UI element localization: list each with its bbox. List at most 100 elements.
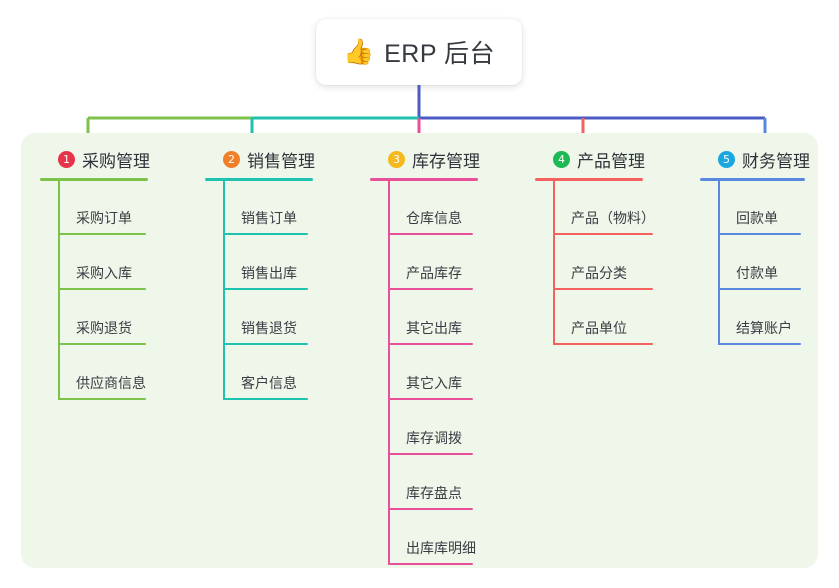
branch-item-list: 销售订单销售出库销售退货客户信息	[205, 181, 355, 401]
branch-item-rule	[388, 288, 473, 290]
branch-item[interactable]: 销售退货	[205, 291, 355, 346]
branch-item[interactable]: 库存调拨	[370, 401, 520, 456]
branch-item-label: 库存盘点	[406, 485, 462, 501]
root-node-card[interactable]: 👍 ERP 后台	[316, 19, 522, 85]
branch-item[interactable]: 其它入库	[370, 346, 520, 401]
branch-item[interactable]: 回款单	[700, 181, 830, 236]
branch-item-rule	[388, 508, 473, 510]
branch-item-rule	[553, 343, 653, 345]
branch-item-list: 产品（物料） 产品分类产品单位	[535, 181, 690, 346]
branch-item-rule	[58, 288, 146, 290]
branch-header-rule	[370, 178, 478, 181]
branch-item-rule	[223, 398, 308, 400]
branch-item-rule	[718, 288, 801, 290]
branch-item[interactable]: 产品（物料）	[535, 181, 690, 236]
branch-column-1[interactable]: 1 采购管理采购订单采购入库采购退货供应商信息	[40, 147, 190, 401]
branch-item-label: 库存调拨	[406, 430, 462, 446]
root-node-title: ERP 后台	[384, 40, 496, 68]
branches-panel	[21, 133, 818, 568]
branch-title: 财务管理	[742, 151, 810, 171]
branch-item[interactable]: 客户信息	[205, 346, 355, 401]
branch-item-label: 产品（物料）	[571, 210, 655, 226]
branch-item[interactable]: 销售出库	[205, 236, 355, 291]
branch-item-rule	[388, 233, 473, 235]
branch-item[interactable]: 付款单	[700, 236, 830, 291]
branch-item[interactable]: 产品分类	[535, 236, 690, 291]
branch-header-rule	[205, 178, 313, 181]
branch-item[interactable]: 供应商信息	[40, 346, 190, 401]
branch-item-rule	[58, 398, 146, 400]
branch-item-label: 采购入库	[76, 265, 132, 281]
branch-item-label: 仓库信息	[406, 210, 462, 226]
branch-title: 产品管理	[577, 151, 645, 171]
branch-item-label: 产品分类	[571, 265, 627, 281]
branch-header-rule	[700, 178, 805, 181]
branch-spine	[718, 181, 720, 345]
branch-item[interactable]: 其它出库	[370, 291, 520, 346]
branch-item-label: 产品单位	[571, 320, 627, 336]
branch-item-label: 结算账户	[736, 320, 792, 336]
branch-title: 采购管理	[82, 151, 150, 171]
branch-item-rule	[58, 343, 146, 345]
branch-item-list: 回款单付款单结算账户	[700, 181, 830, 346]
branch-item[interactable]: 销售订单	[205, 181, 355, 236]
thumbs-up-icon: 👍	[342, 37, 375, 66]
branch-item[interactable]: 采购订单	[40, 181, 190, 236]
branch-item-rule	[388, 453, 473, 455]
branch-item-rule	[58, 233, 146, 235]
branch-item-rule	[223, 233, 308, 235]
branch-item-label: 产品库存	[406, 265, 462, 281]
branch-title: 库存管理	[412, 151, 480, 171]
branch-header-rule	[40, 178, 148, 181]
branch-item-rule	[388, 563, 473, 565]
branch-header-rule	[535, 178, 643, 181]
branch-spine	[223, 181, 225, 400]
branch-item-label: 客户信息	[241, 375, 297, 391]
branch-spine	[553, 181, 555, 345]
branch-item-list: 仓库信息产品库存其它出库其它入库库存调拨库存盘点出库库明细	[370, 181, 520, 566]
branch-item-list: 采购订单采购入库采购退货供应商信息	[40, 181, 190, 401]
branch-item-label: 供应商信息	[76, 375, 146, 391]
branch-item-rule	[223, 343, 308, 345]
branch-item-rule	[388, 343, 473, 345]
branch-item-rule	[718, 233, 801, 235]
branch-item[interactable]: 出库库明细	[370, 511, 520, 566]
branch-item-label: 销售出库	[241, 265, 297, 281]
branch-item[interactable]: 结算账户	[700, 291, 830, 346]
branch-item-label: 销售订单	[241, 210, 297, 226]
branch-item-label: 采购订单	[76, 210, 132, 226]
branch-column-5[interactable]: 5 财务管理回款单付款单结算账户	[700, 147, 830, 346]
branch-item-label: 付款单	[736, 265, 778, 281]
branch-item-label: 采购退货	[76, 320, 132, 336]
branch-header-2[interactable]: 2 销售管理	[205, 147, 355, 171]
branch-item-rule	[553, 288, 653, 290]
branch-item[interactable]: 库存盘点	[370, 456, 520, 511]
branch-number-badge: 1	[58, 150, 75, 168]
branch-spine	[388, 181, 390, 565]
branch-item-rule	[553, 233, 653, 235]
branch-column-2[interactable]: 2 销售管理销售订单销售出库销售退货客户信息	[205, 147, 355, 401]
branch-title: 销售管理	[247, 151, 315, 171]
branch-item[interactable]: 采购退货	[40, 291, 190, 346]
branch-item-label: 回款单	[736, 210, 778, 226]
branch-item[interactable]: 采购入库	[40, 236, 190, 291]
branch-column-3[interactable]: 3 库存管理仓库信息产品库存其它出库其它入库库存调拨库存盘点出库库明细	[370, 147, 520, 566]
branch-number-badge: 2	[223, 150, 240, 168]
branch-item-rule	[718, 343, 801, 345]
branch-header-1[interactable]: 1 采购管理	[40, 147, 190, 171]
branch-header-3[interactable]: 3 库存管理	[370, 147, 520, 171]
branch-item-rule	[223, 288, 308, 290]
branch-item-label: 其它入库	[406, 375, 462, 391]
branch-spine	[58, 181, 60, 400]
branch-item[interactable]: 产品库存	[370, 236, 520, 291]
branch-item[interactable]: 仓库信息	[370, 181, 520, 236]
branch-number-badge: 3	[388, 150, 405, 168]
branch-item-label: 其它出库	[406, 320, 462, 336]
branch-header-5[interactable]: 5 财务管理	[700, 147, 830, 171]
branch-item-label: 出库库明细	[406, 540, 476, 556]
branch-item[interactable]: 产品单位	[535, 291, 690, 346]
branch-number-badge: 5	[718, 150, 735, 168]
